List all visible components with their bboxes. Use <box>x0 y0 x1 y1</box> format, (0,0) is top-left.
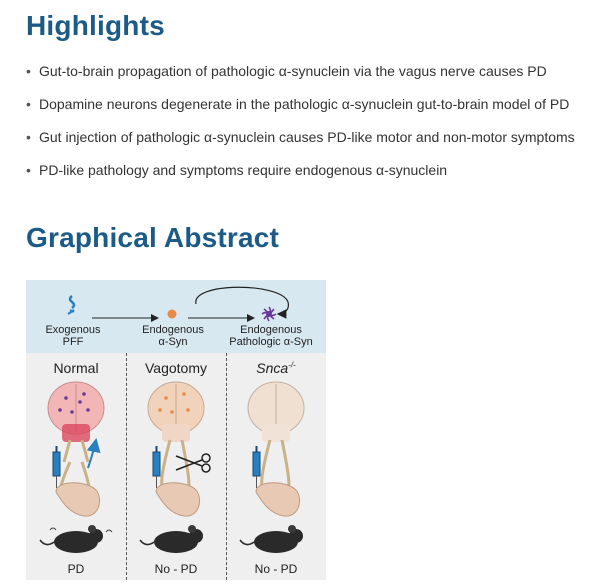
graphical-abstract-heading: Graphical Abstract <box>26 222 280 253</box>
snca-outcome: No - PD <box>254 562 298 576</box>
gut-icon <box>55 482 100 517</box>
scissors-icon <box>175 453 211 473</box>
bullet-icon: • <box>26 63 31 79</box>
gut-icon <box>255 482 300 517</box>
syringe-icon <box>152 446 161 488</box>
cycle-arrow-icon <box>195 286 289 319</box>
brain-icon <box>47 381 105 463</box>
mouse-icon <box>39 525 113 553</box>
bullet-icon: • <box>26 96 31 112</box>
alpha-syn-dot-icon <box>167 309 177 319</box>
pff-fibril-icon <box>67 295 76 315</box>
list-item: • Dopamine neurons degenerate in the path… <box>26 93 596 126</box>
syringe-icon <box>52 446 61 488</box>
list-item: • Gut injection of pathologic α-synuclein… <box>26 126 596 159</box>
highlights-list: • Gut-to-brain propagation of pathologic … <box>26 60 596 192</box>
bullet-icon: • <box>26 129 31 145</box>
bullet-icon: • <box>26 162 31 178</box>
vagotomy-heading: Vagotomy <box>145 360 207 376</box>
list-item: • PD-like pathology and symptoms require … <box>26 159 596 192</box>
pathologic-syn-icon <box>261 306 277 322</box>
propagation-arrow-icon <box>86 438 101 469</box>
snca-knockout-heading: Snca-/- <box>256 360 296 376</box>
highlight-text: Dopamine neurons degenerate in the patho… <box>39 96 570 112</box>
gut-icon <box>155 482 200 517</box>
column-divider <box>126 353 127 580</box>
syringe-icon <box>252 446 261 488</box>
normal-heading: Normal <box>53 360 99 376</box>
highlights-heading: Highlights <box>26 10 165 41</box>
highlight-text: PD-like pathology and symptoms require e… <box>39 162 448 178</box>
column-divider <box>226 353 227 580</box>
normal-outcome: PD <box>67 562 85 576</box>
mouse-icon <box>239 525 303 553</box>
figure-artwork <box>39 286 305 553</box>
mouse-icon <box>139 525 203 553</box>
graphical-abstract-figure: Exogenous PFF Endogenous α-Syn Endogenou… <box>26 280 326 580</box>
brain-icon <box>247 381 305 442</box>
endogenous-syn-label: Endogenous α-Syn <box>142 324 204 348</box>
highlight-text: Gut injection of pathologic α-synuclein … <box>39 129 575 145</box>
list-item: • Gut-to-brain propagation of pathologic … <box>26 60 596 93</box>
pathologic-syn-label: Endogenous Pathologic α-Syn <box>229 324 313 348</box>
brain-icon <box>147 381 205 442</box>
highlight-text: Gut-to-brain propagation of pathologic α… <box>39 63 547 79</box>
exogenous-pff-label: Exogenous PFF <box>45 324 101 348</box>
vagotomy-outcome: No - PD <box>154 562 198 576</box>
